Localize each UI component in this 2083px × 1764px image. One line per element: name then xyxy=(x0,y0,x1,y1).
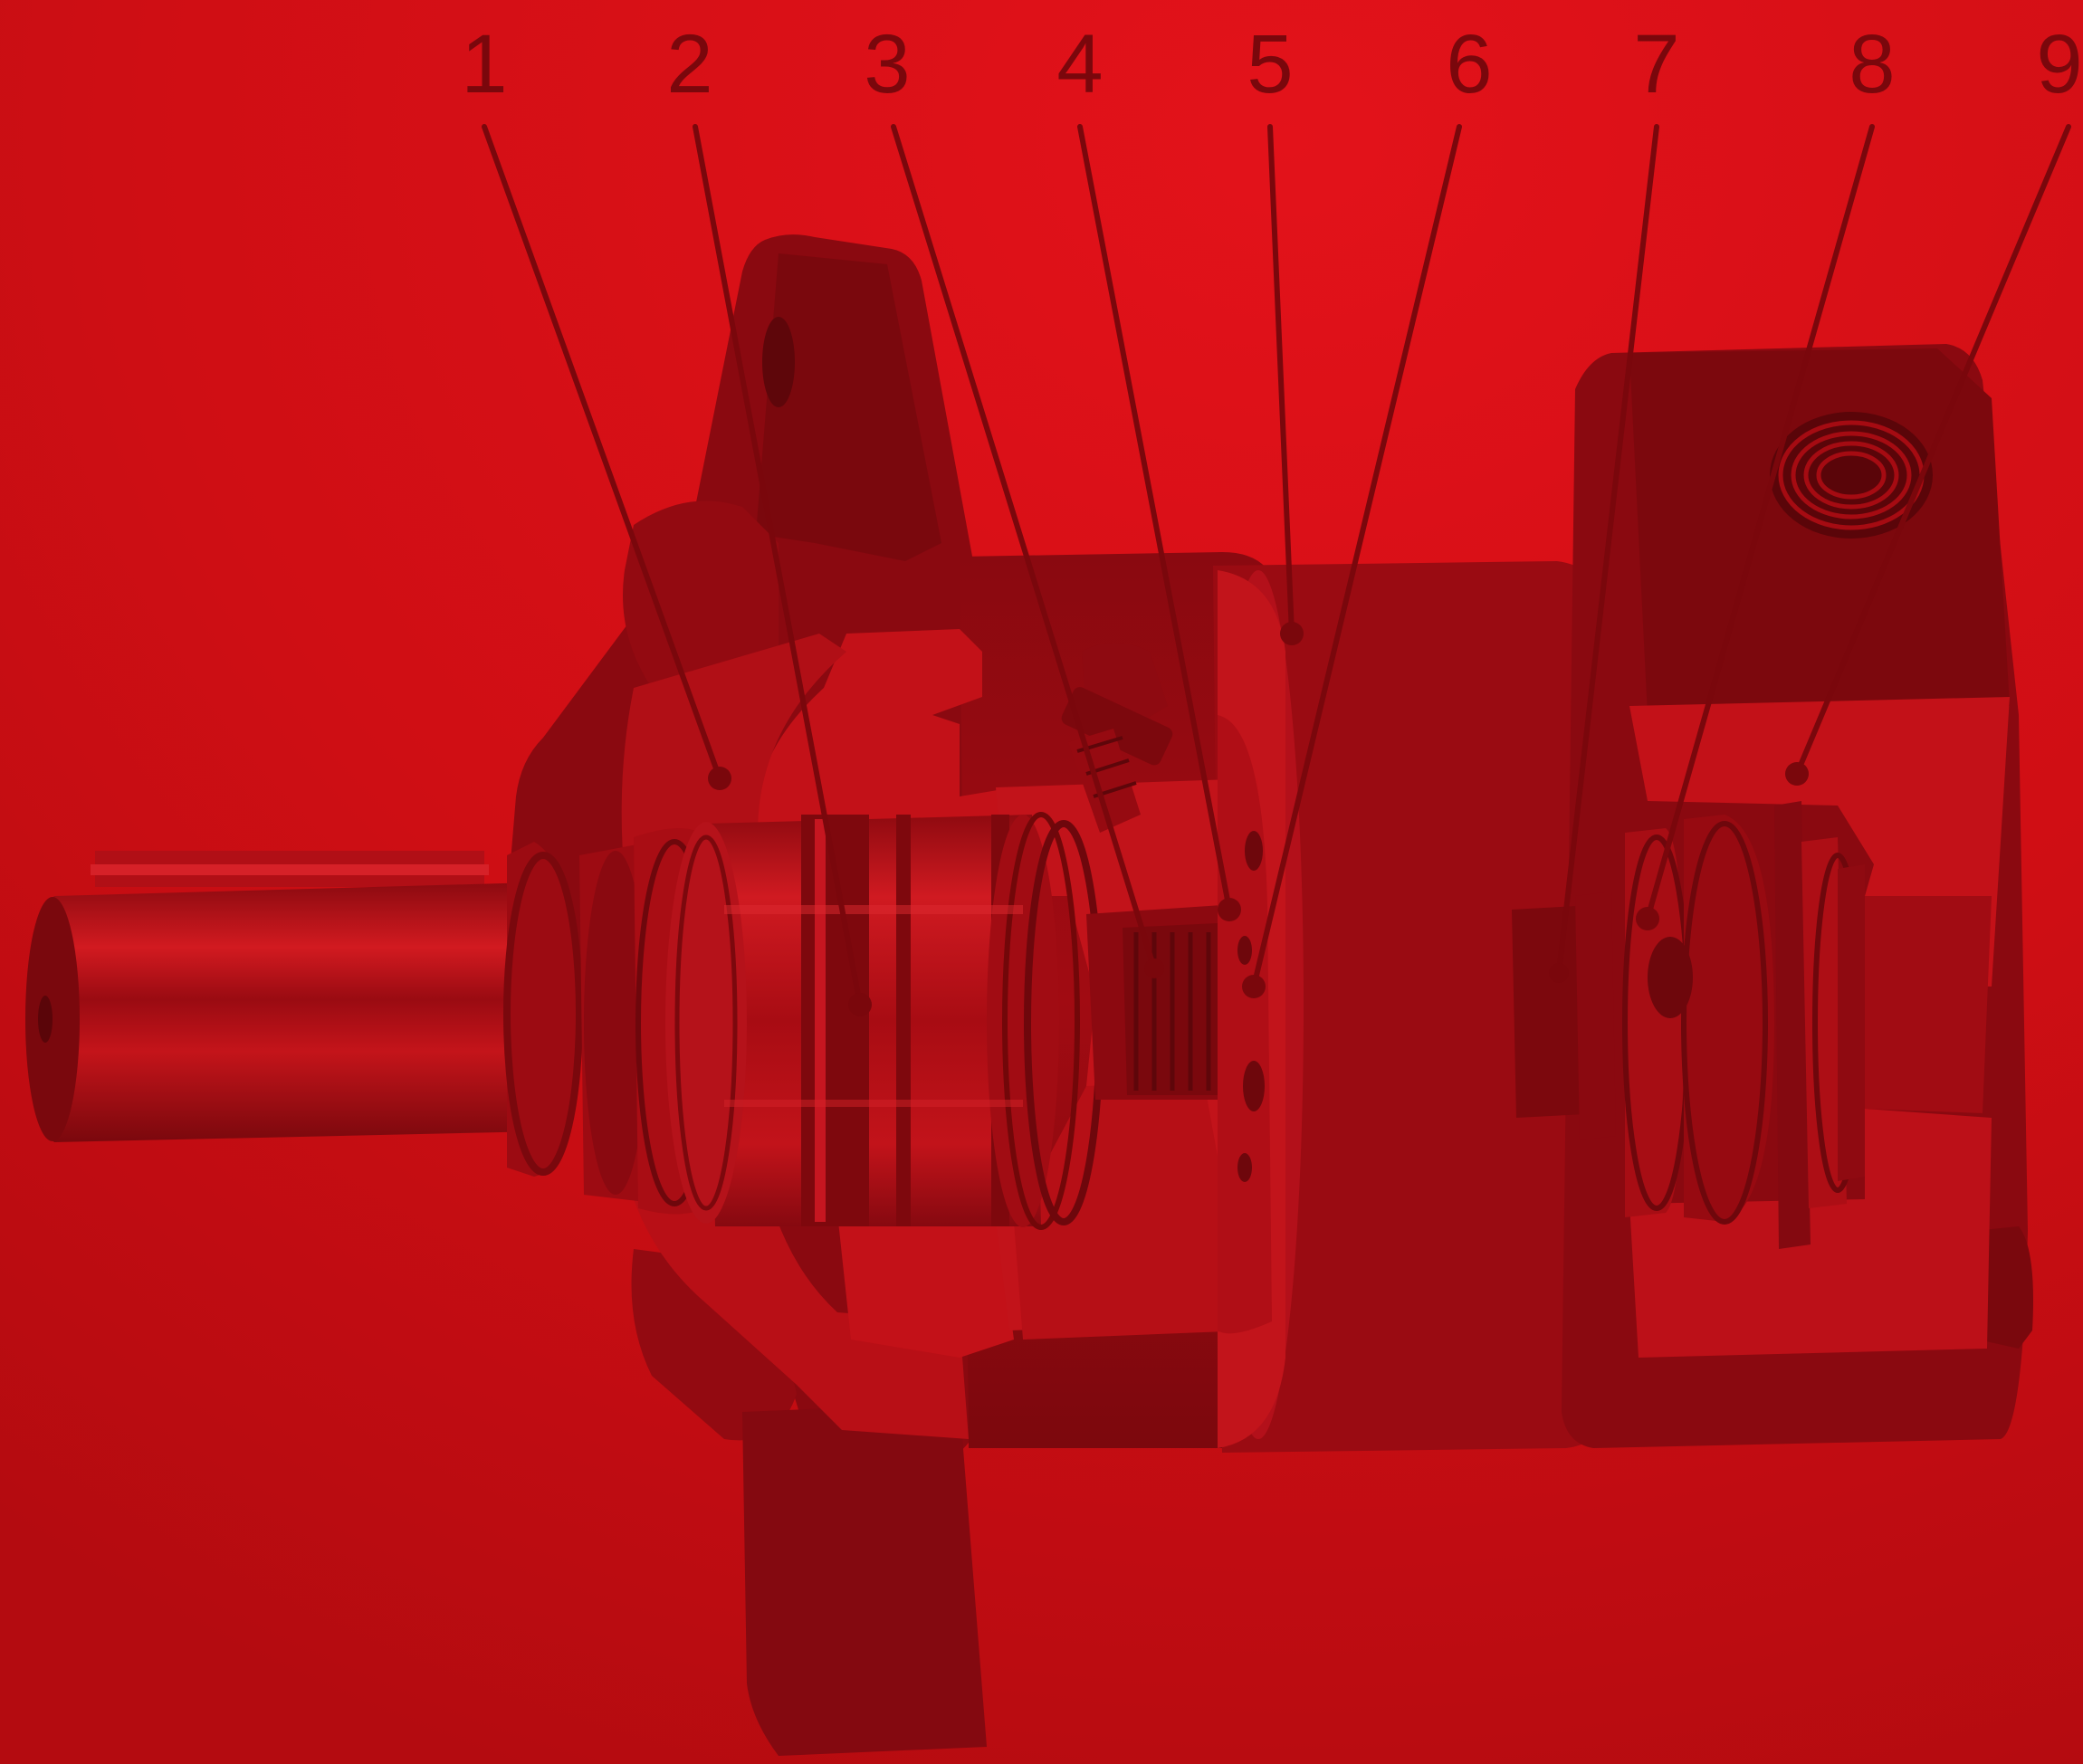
callout-1: 1 xyxy=(461,18,507,110)
leader-dot-8 xyxy=(1636,907,1659,930)
callout-8: 8 xyxy=(1849,18,1895,110)
callout-6: 6 xyxy=(1446,18,1492,110)
leader-dot-3 xyxy=(1144,958,1164,978)
flange-bolt-hole-top xyxy=(762,317,795,407)
callout-3: 3 xyxy=(864,18,910,110)
rotor-assembly xyxy=(579,815,1100,1227)
callout-5: 5 xyxy=(1247,18,1293,110)
leader-dot-1 xyxy=(708,767,731,790)
leader-dot-7 xyxy=(1549,963,1569,983)
callout-7: 7 xyxy=(1633,18,1679,110)
callout-2: 2 xyxy=(666,18,712,110)
leader-dot-6 xyxy=(1242,975,1266,998)
threaded-port xyxy=(1770,412,1933,539)
callout-4: 4 xyxy=(1056,18,1103,110)
leader-dot-9 xyxy=(1785,762,1809,786)
leader-dot-4 xyxy=(1218,898,1241,921)
leader-dot-5 xyxy=(1280,622,1304,645)
callout-9: 9 xyxy=(2036,18,2082,110)
leader-dot-2 xyxy=(848,993,872,1016)
